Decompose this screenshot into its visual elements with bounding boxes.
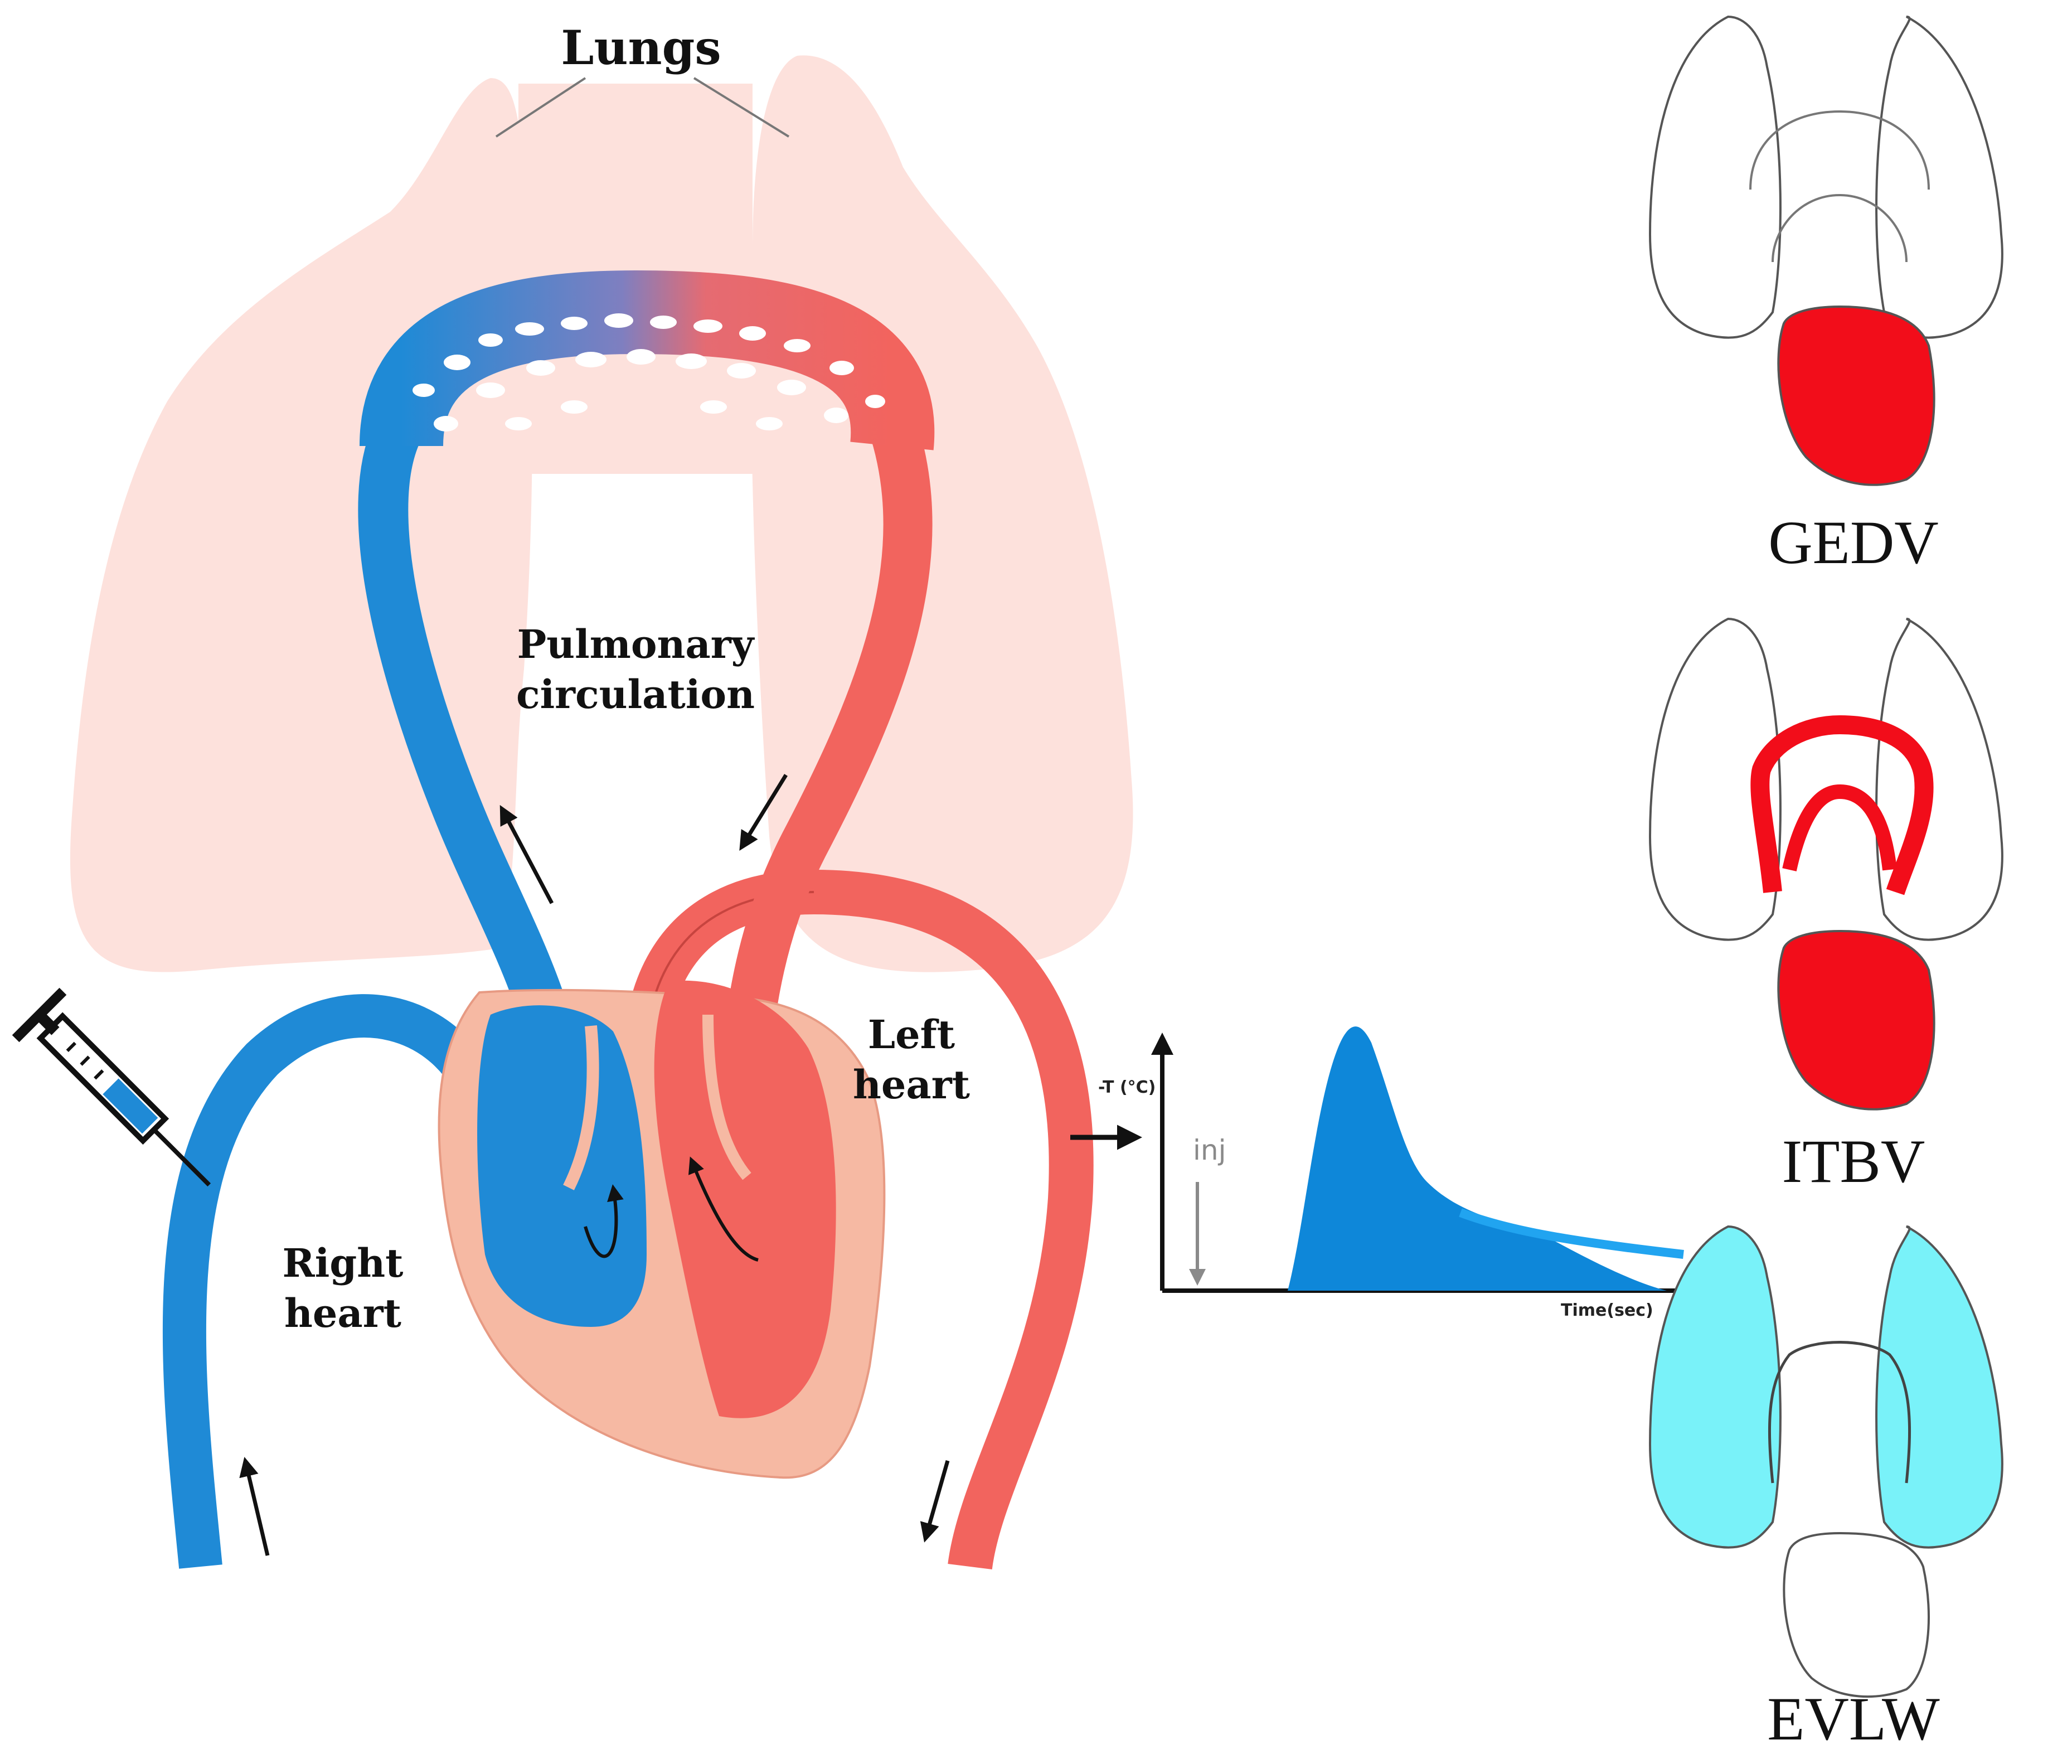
flow-arrow (739, 774, 788, 851)
recirculation-tail (1459, 1208, 1684, 1259)
pulmonary-circulation-label-2: circulation (516, 671, 755, 718)
flow-arrow (920, 1460, 950, 1543)
capillary-holes (413, 313, 885, 432)
evlw-panel: EVLW (1648, 1225, 2003, 1753)
curve-y-axis-label: -T (°C) (1098, 1078, 1156, 1097)
left-ventricle (654, 980, 836, 1418)
right-heart-label-2: heart (284, 1290, 401, 1336)
itbv-pulmonary-vessels (1750, 715, 1934, 895)
flow-arrow (499, 805, 554, 904)
evlw-heart-outline (1783, 1532, 1930, 1698)
right-heart-label-1: Right (283, 1240, 404, 1286)
evlw-left-lung (1648, 1225, 1782, 1549)
left-heart-label-1: Left (868, 1011, 955, 1058)
injection-label: inj (1193, 1134, 1226, 1166)
gedv-label: GEDV (1768, 508, 1939, 576)
gedv-heart (1777, 305, 1935, 486)
itbv-label: ITBV (1782, 1127, 1925, 1195)
flow-arrow (239, 1457, 270, 1556)
left-heart-label-2: heart (853, 1062, 970, 1108)
vena-cava (162, 994, 506, 1569)
pulmonary-capillary-network (360, 270, 935, 450)
flow-arrows (239, 774, 950, 1556)
lungs-label: Lungs (561, 20, 721, 75)
right-ventricle (477, 1005, 647, 1327)
evlw-right-lung (1875, 1225, 2003, 1549)
lungs-illustration (70, 55, 1133, 972)
indicator-curve-fill (1288, 1026, 1667, 1291)
thermodilution-curve: -T (°C) Time(sec) inj (1070, 1026, 1709, 1320)
gedv-panel: GEDV (1648, 15, 2003, 576)
evlw-label: EVLW (1767, 1685, 1940, 1753)
lungs-label-group: Lungs (495, 20, 790, 138)
pulmonary-circulation-label-1: Pulmonary (517, 621, 755, 667)
itbv-heart (1777, 929, 1935, 1111)
syringe-icon (12, 987, 211, 1187)
heart (438, 980, 886, 1479)
curve-x-axis-label: Time(sec) (1561, 1301, 1653, 1320)
gedv-lung-outline (1648, 15, 1782, 339)
itbv-panel: ITBV (1648, 617, 2003, 1195)
